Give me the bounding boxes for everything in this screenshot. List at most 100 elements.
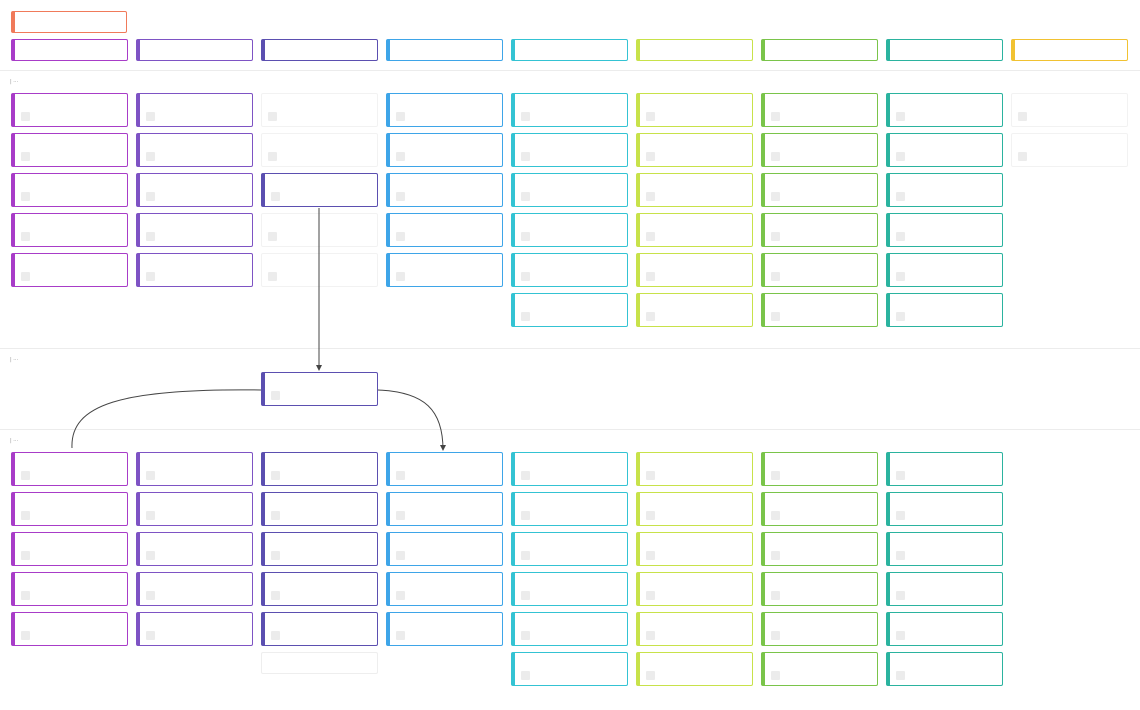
activity-card[interactable] [761,39,878,61]
story-card[interactable] [636,213,753,247]
card-checkbox[interactable] [771,312,780,321]
card-checkbox[interactable] [646,671,655,680]
story-card[interactable] [761,173,878,207]
activity-card[interactable] [261,39,378,61]
card-checkbox[interactable] [646,471,655,480]
card-checkbox[interactable] [896,232,905,241]
activity-card[interactable] [1011,39,1128,61]
story-card[interactable] [886,213,1003,247]
card-checkbox[interactable] [771,192,780,201]
story-card[interactable] [511,133,628,167]
lane-menu-icon[interactable]: ··· [13,357,19,363]
story-card[interactable] [886,612,1003,646]
card-checkbox[interactable] [268,152,277,161]
story-card[interactable] [761,253,878,287]
card-checkbox[interactable] [146,471,155,480]
story-card[interactable] [136,492,253,526]
card-checkbox[interactable] [896,192,905,201]
card-checkbox[interactable] [146,551,155,560]
story-card[interactable] [11,612,128,646]
card-checkbox[interactable] [21,551,30,560]
story-card[interactable] [636,652,753,686]
story-card[interactable] [761,572,878,606]
card-checkbox[interactable] [1018,152,1027,161]
story-card[interactable] [886,173,1003,207]
card-checkbox[interactable] [771,471,780,480]
card-checkbox[interactable] [21,192,30,201]
story-card[interactable] [511,572,628,606]
card-checkbox[interactable] [146,152,155,161]
story-card[interactable] [386,572,503,606]
story-card[interactable] [386,253,503,287]
story-card[interactable] [261,93,378,127]
card-checkbox[interactable] [521,631,530,640]
story-card[interactable] [136,532,253,566]
story-card[interactable] [511,173,628,207]
card-checkbox[interactable] [521,112,530,121]
card-checkbox[interactable] [646,192,655,201]
card-checkbox[interactable] [646,112,655,121]
story-card[interactable] [261,572,378,606]
card-checkbox[interactable] [146,192,155,201]
card-checkbox[interactable] [896,152,905,161]
story-card[interactable] [636,93,753,127]
card-checkbox[interactable] [771,152,780,161]
story-card[interactable] [636,133,753,167]
story-card[interactable] [261,452,378,486]
story-card[interactable] [11,133,128,167]
card-checkbox[interactable] [396,152,405,161]
story-card[interactable] [636,532,753,566]
story-card[interactable] [886,93,1003,127]
card-checkbox[interactable] [771,671,780,680]
story-card[interactable] [636,173,753,207]
story-card[interactable] [636,253,753,287]
card-checkbox[interactable] [771,272,780,281]
card-checkbox[interactable] [521,511,530,520]
card-checkbox[interactable] [521,671,530,680]
story-card[interactable] [261,173,378,207]
story-card[interactable] [1011,93,1128,127]
story-card[interactable] [761,652,878,686]
card-checkbox[interactable] [521,152,530,161]
story-card[interactable] [261,612,378,646]
card-checkbox[interactable] [271,471,280,480]
story-card[interactable] [11,452,128,486]
card-checkbox[interactable] [521,591,530,600]
card-checkbox[interactable] [771,511,780,520]
story-card[interactable] [136,93,253,127]
card-checkbox[interactable] [271,511,280,520]
card-checkbox[interactable] [521,312,530,321]
story-card[interactable] [636,293,753,327]
story-card[interactable] [761,133,878,167]
card-checkbox[interactable] [268,112,277,121]
story-card[interactable] [511,492,628,526]
card-checkbox[interactable] [521,232,530,241]
card-checkbox[interactable] [771,232,780,241]
card-checkbox[interactable] [21,631,30,640]
card-checkbox[interactable] [271,391,280,400]
card-checkbox[interactable] [21,591,30,600]
card-checkbox[interactable] [396,631,405,640]
card-checkbox[interactable] [146,591,155,600]
card-checkbox[interactable] [21,471,30,480]
story-card[interactable] [886,652,1003,686]
story-card[interactable] [386,213,503,247]
card-checkbox[interactable] [771,591,780,600]
story-card[interactable] [11,213,128,247]
activity-card[interactable] [11,39,128,61]
card-checkbox[interactable] [396,232,405,241]
story-card[interactable] [511,253,628,287]
story-card[interactable] [511,93,628,127]
card-checkbox[interactable] [896,312,905,321]
story-card[interactable] [261,133,378,167]
story-card[interactable] [261,372,378,406]
story-card[interactable] [886,253,1003,287]
story-card[interactable] [386,492,503,526]
card-checkbox[interactable] [396,511,405,520]
story-card[interactable] [261,532,378,566]
card-checkbox[interactable] [896,671,905,680]
story-card[interactable] [11,93,128,127]
story-card[interactable] [136,133,253,167]
card-checkbox[interactable] [396,471,405,480]
story-card[interactable] [261,492,378,526]
